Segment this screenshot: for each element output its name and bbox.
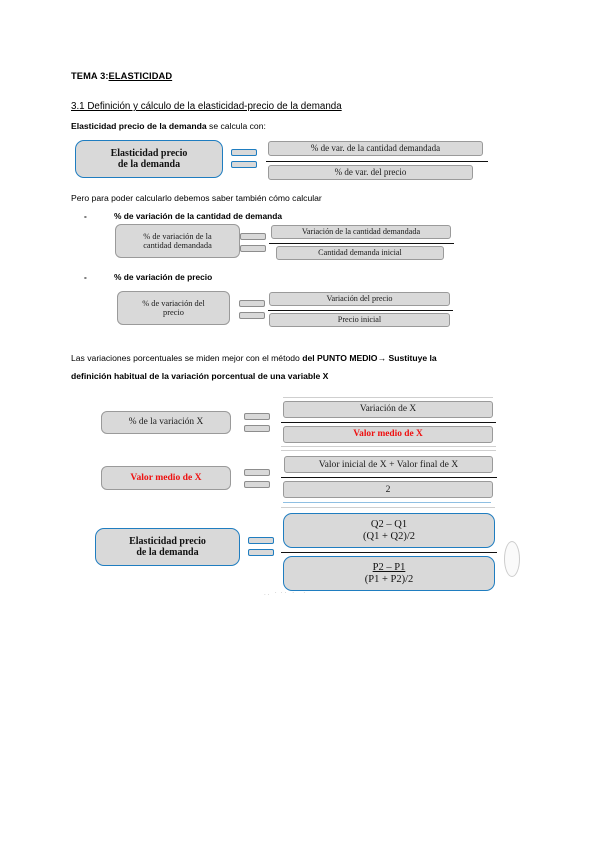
page-title-topic: ELASTICIDAD: [108, 71, 173, 81]
formula-6-numerator-top: Q2 – Q1: [370, 518, 408, 530]
lead-paragraph-rest: se calcula con:: [206, 121, 266, 131]
formula-3-left-label: % de variación del precio: [117, 291, 230, 325]
formula-6-equals-icon: [248, 534, 274, 560]
formula-6-denominator-top: P2 – P1: [372, 561, 406, 573]
formula-1-label-line2: de la demanda: [117, 159, 181, 170]
formula-5-fraction-bar: [281, 477, 497, 478]
midpoint-line1-part3: → Sustituye la: [377, 353, 437, 363]
ghost-line-mid-2: [281, 450, 496, 451]
formula-4-left-label: % de la variación X: [101, 411, 231, 434]
formula-4-fraction-bar: [281, 422, 496, 423]
formula-1-numerator: % de var. de la cantidad demandada: [268, 141, 483, 156]
formula-3-label-line1: % de variación del: [142, 298, 205, 308]
formula-6-denominator: P2 – P1 (P1 + P2)/2: [283, 556, 495, 591]
formula-5-equals-icon: [244, 466, 270, 492]
lead-paragraph: Elasticidad precio de la demanda se calc…: [71, 121, 266, 131]
formula-5-numerator: Valor inicial de X + Valor final de X: [284, 456, 493, 473]
section-heading: 3.1 Definición y cálculo de la elasticid…: [71, 101, 342, 112]
formula-1-label-line1: Elasticidad precio: [110, 147, 188, 159]
bullet-2-dash: -: [84, 272, 87, 282]
formula-6-numerator-bottom: (Q1 + Q2)/2: [363, 530, 415, 542]
formula-3-denominator: Precio inicial: [269, 313, 450, 327]
formula-3-equals-icon: [239, 297, 265, 323]
formula-4-label-line1: % de la variación X: [128, 417, 204, 428]
ghost-blob-right: [504, 541, 520, 577]
formula-2-equals-icon: [240, 230, 266, 256]
formula-6-label-line2: de la demanda: [136, 547, 199, 558]
formula-2-numerator: Variación de la cantidad demandada: [271, 225, 451, 239]
formula-5-denominator: 2: [283, 481, 493, 498]
formula-1-left-label: Elasticidad precio de la demanda: [75, 140, 223, 178]
ghost-text-fragment: . . · · · · ·: [264, 589, 306, 597]
bullet-item-1: - % de variación de la cantidad de deman…: [84, 211, 283, 221]
lead-paragraph-bold: Elasticidad precio de la demanda: [71, 121, 207, 131]
formula-2-label-line2: cantidad demandada: [143, 241, 212, 250]
formula-1-denominator: % de var. del precio: [268, 165, 473, 180]
ghost-blue-line: [283, 502, 491, 503]
ghost-line-top: [283, 397, 493, 398]
bullet-1-label: % de variación de la cantidad de demanda: [114, 211, 283, 221]
formula-3-fraction-bar: [268, 310, 453, 311]
formula-6-fraction-bar: [281, 552, 497, 553]
formula-1-equals-icon: [231, 146, 257, 172]
formula-3-numerator: Variación del precio: [269, 292, 450, 306]
formula-6-numerator: Q2 – Q1 (Q1 + Q2)/2: [283, 513, 495, 548]
formula-4-numerator: Variación de X: [283, 401, 493, 418]
formula-4-denominator: Valor medio de X: [283, 426, 493, 443]
ghost-line-mid-1: [281, 446, 496, 447]
formula-2-label-line1: % de variación de la: [143, 231, 212, 241]
formula-2-left-label: % de variación de la cantidad demandada: [115, 224, 240, 258]
bullet-2-label: % de variación de precio: [114, 272, 213, 282]
midpoint-line2-bold: definición habitual de la variación porc…: [71, 371, 329, 381]
formula-4-equals-icon: [244, 410, 270, 436]
intro-paragraph: Pero para poder calcularlo debemos saber…: [71, 193, 322, 203]
formula-5-left-label: Valor medio de X: [101, 466, 231, 490]
page-title: TEMA 3:ELASTICIDAD: [71, 71, 172, 81]
midpoint-paragraph-line-2: definición habitual de la variación porc…: [71, 371, 328, 381]
formula-2-fraction-bar: [269, 243, 454, 244]
bullet-1-dash: -: [84, 211, 87, 221]
formula-6-left-label: Elasticidad precio de la demanda: [95, 528, 240, 566]
midpoint-paragraph-line-1: Las variaciones porcentuales se miden me…: [71, 353, 437, 363]
formula-3-label-line2: precio: [163, 308, 184, 317]
formula-2-denominator: Cantidad demanda inicial: [276, 246, 444, 260]
formula-6-label-line1: Elasticidad precio: [129, 535, 206, 547]
bullet-item-2: - % de variación de precio: [84, 272, 213, 282]
midpoint-line1-bold: del PUNTO MEDIO: [302, 353, 378, 363]
page-title-prefix: TEMA 3:: [71, 71, 109, 81]
ghost-line-mid-3: [281, 507, 495, 508]
formula-6-denominator-bottom: (P1 + P2)/2: [364, 573, 414, 585]
formula-1-fraction-bar: [266, 161, 488, 162]
midpoint-line1-part1: Las variaciones porcentuales se miden me…: [71, 353, 303, 363]
